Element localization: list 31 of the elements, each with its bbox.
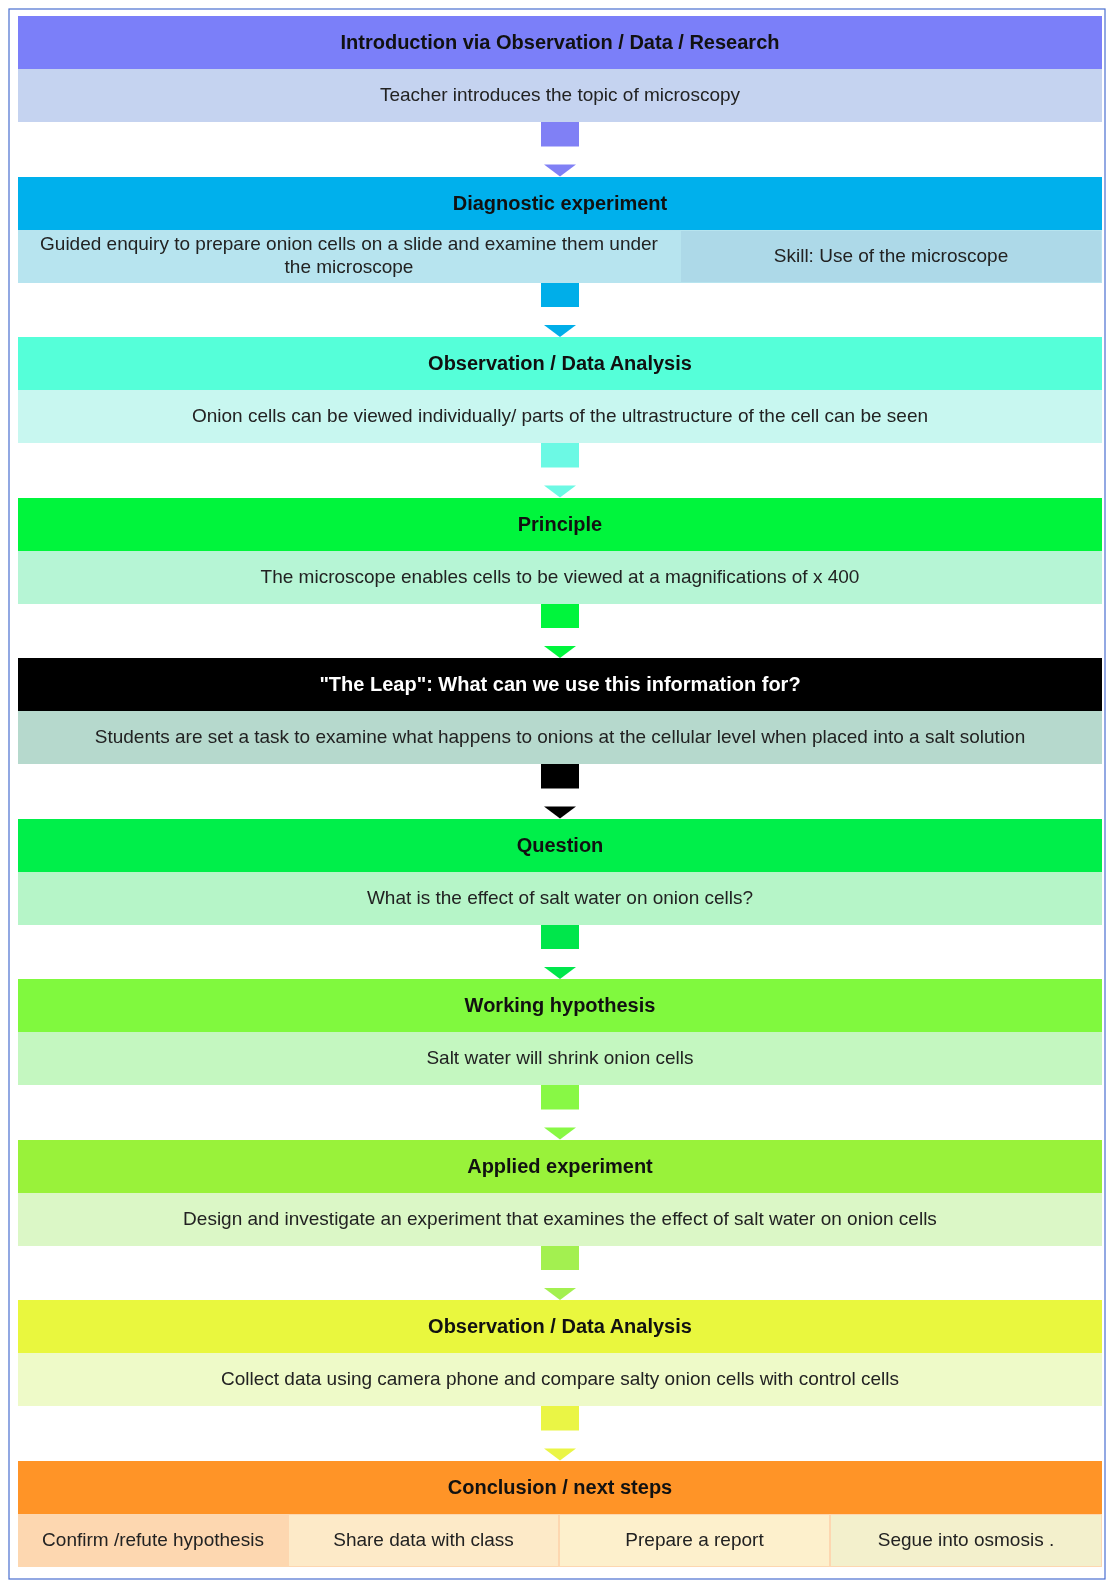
cell-text: Confirm /refute hypothesis: [42, 1528, 264, 1552]
cell-text: Share data with class: [333, 1528, 514, 1552]
process-stage: [18, 1460, 1102, 1567]
stage-heading: "The Leap": What can we use this information for?: [18, 658, 1102, 711]
arrow: [541, 122, 579, 177]
description-cell: [681, 230, 1101, 282]
arrow: [541, 1406, 579, 1461]
cell-text: Prepare a report: [625, 1528, 764, 1552]
stage-heading: Observation / Data Analysis: [18, 337, 1102, 390]
stage-heading: Introduction via Observation / Data / Research: [18, 16, 1102, 69]
description-cell: [831, 1514, 1101, 1566]
arrow: [541, 764, 579, 819]
stage-heading: Working hypothesis: [18, 979, 1102, 1032]
cell-text: Skill: Use of the microscope: [773, 244, 1009, 268]
description-cell: [289, 1514, 558, 1566]
stage-heading: Question: [18, 818, 1102, 872]
cell-text: Guided enquiry to prepare onion cells on a slide and examine them under the microscope: [39, 233, 659, 279]
arrow: [541, 603, 579, 658]
arrow: [541, 924, 579, 979]
stage-heading: Principle: [18, 497, 1102, 551]
stage-heading: Conclusion / next steps: [18, 1460, 1102, 1514]
stage-heading: Observation / Data Analysis: [18, 1300, 1102, 1353]
stage-heading: Applied experiment: [18, 1139, 1102, 1193]
arrow: [541, 443, 579, 498]
arrow: [541, 282, 579, 337]
description-cell: [560, 1514, 829, 1566]
process-stage: [18, 176, 1102, 283]
arrow: [541, 1085, 579, 1140]
arrow: [541, 1245, 579, 1300]
stage-heading: Diagnostic experiment: [18, 176, 1102, 230]
cell-text: Segue into osmosis .: [877, 1528, 1055, 1552]
